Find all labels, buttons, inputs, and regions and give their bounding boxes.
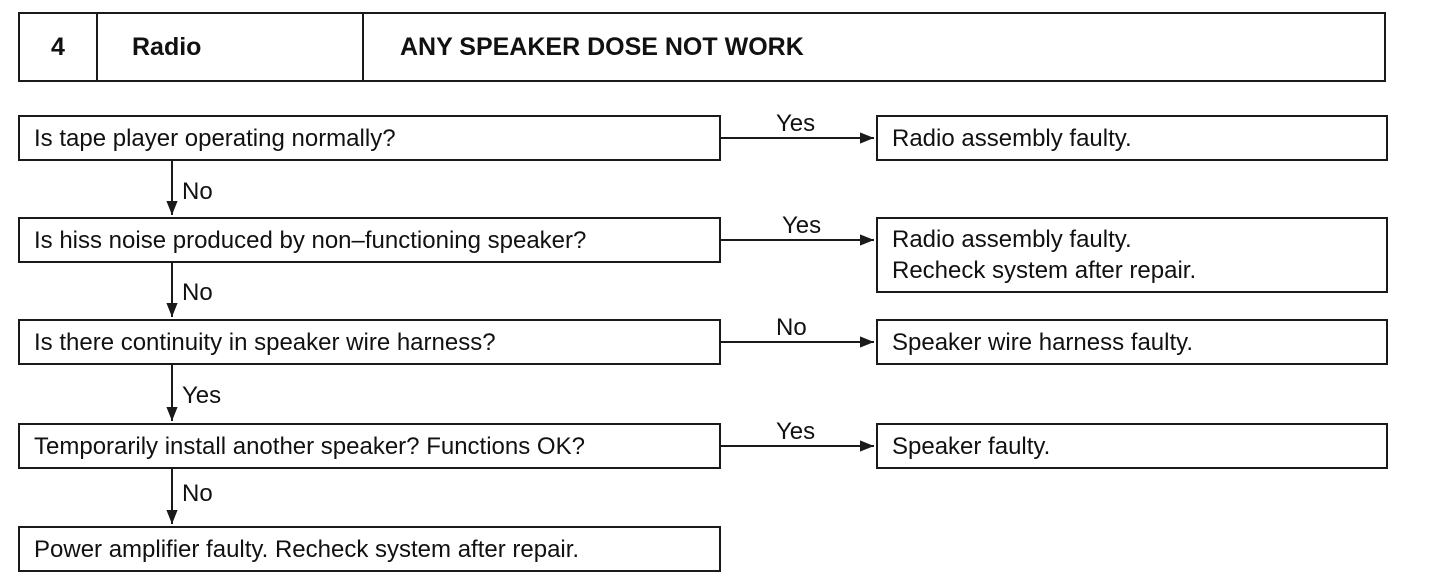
question-box-4: Temporarily install another speaker? Fun… [18, 423, 721, 469]
result-text-4: Speaker faulty. [892, 432, 1051, 460]
question-text-3: Is there continuity in speaker wire harn… [34, 328, 496, 356]
final-result-box: Power amplifier faulty. Recheck system a… [18, 526, 721, 572]
result-text-3: Speaker wire harness faulty. [892, 328, 1194, 356]
label-q3-yes: Yes [182, 382, 222, 409]
label-q1-yes: Yes [776, 110, 816, 137]
result-box-3: Speaker wire harness faulty. [876, 319, 1388, 365]
header-title: ANY SPEAKER DOSE NOT WORK [400, 32, 804, 61]
final-result-text: Power amplifier faulty. Recheck system a… [34, 535, 580, 563]
label-q1-no: No [182, 178, 213, 205]
question-text-4: Temporarily install another speaker? Fun… [34, 432, 585, 460]
question-box-3: Is there continuity in speaker wire harn… [18, 319, 721, 365]
result-text-1: Radio assembly faulty. [892, 124, 1132, 152]
header-system: Radio [98, 14, 364, 80]
question-text-1: Is tape player operating normally? [34, 124, 396, 152]
label-q2-yes: Yes [782, 212, 822, 239]
question-box-2: Is hiss noise produced by non–functionin… [18, 217, 721, 263]
result-box-1: Radio assembly faulty. [876, 115, 1388, 161]
label-q4-yes: Yes [776, 418, 816, 445]
label-q2-no: No [182, 279, 213, 306]
question-text-2: Is hiss noise produced by non–functionin… [34, 226, 587, 254]
header-table: 4 Radio ANY SPEAKER DOSE NOT WORK [18, 12, 1386, 82]
header-number: 4 [20, 14, 98, 80]
label-q4-no: No [182, 480, 213, 507]
result-text-2-line2: Recheck system after repair. [892, 257, 1197, 284]
result-box-2: Radio assembly faulty. Recheck system af… [876, 217, 1388, 293]
result-box-4: Speaker faulty. [876, 423, 1388, 469]
question-box-1: Is tape player operating normally? [18, 115, 721, 161]
result-text-2-line1: Radio assembly faulty. [892, 226, 1132, 253]
label-q3-no: No [776, 314, 807, 341]
